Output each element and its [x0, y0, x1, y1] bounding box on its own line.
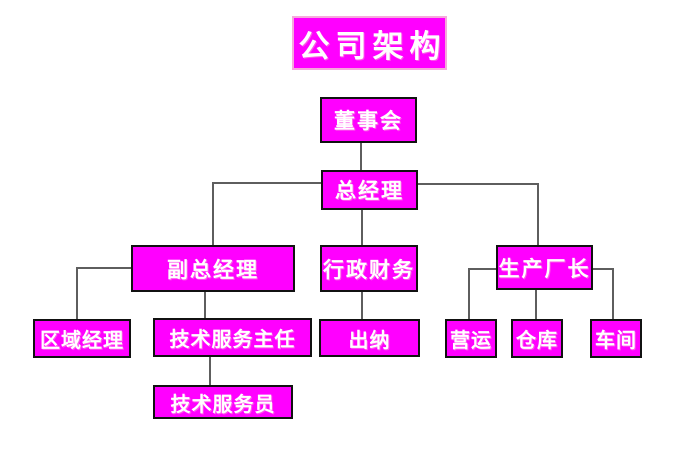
connector-gm-to-deputy [212, 182, 321, 245]
node-warehouse: 仓库 [511, 319, 563, 358]
connector-gm-to-production [418, 183, 539, 245]
connector-production-to-workshop [593, 268, 614, 319]
node-regional-manager: 区域经理 [33, 319, 131, 358]
connector-production-to-operations [468, 268, 496, 319]
org-chart-title: 公司架构 [292, 16, 447, 70]
node-general-manager: 总经理 [321, 170, 418, 210]
node-workshop: 车间 [590, 319, 642, 358]
node-deputy-general-manager: 副总经理 [131, 245, 295, 292]
node-board-of-directors: 董事会 [320, 97, 417, 143]
node-cashier: 出纳 [319, 319, 420, 357]
node-admin-finance: 行政财务 [320, 245, 418, 292]
node-tech-service-staff: 技术服务员 [153, 385, 293, 419]
connector-deputy-to-regional [76, 267, 131, 319]
node-production-director: 生产厂长 [496, 245, 593, 290]
node-tech-service-director: 技术服务主任 [153, 318, 312, 357]
node-operations: 营运 [445, 319, 497, 358]
